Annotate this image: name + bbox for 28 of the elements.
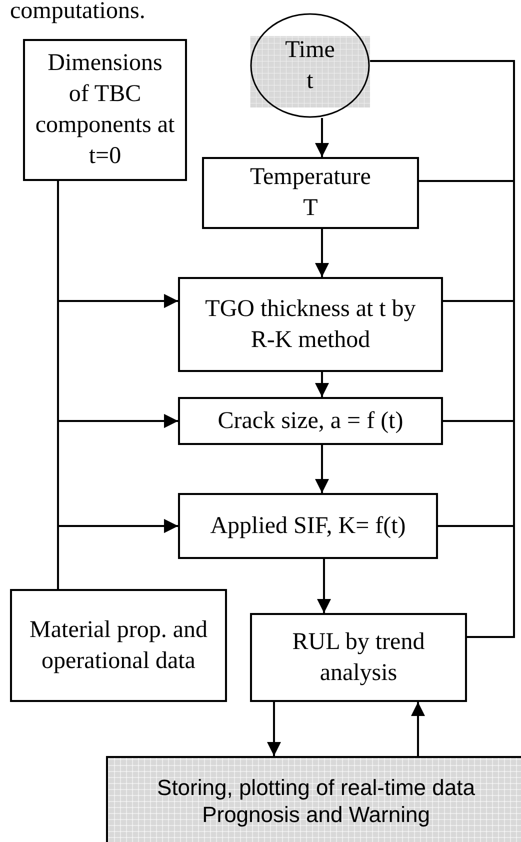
node-text: Material prop. and operational data — [28, 616, 208, 676]
arrow — [315, 372, 329, 397]
arrow — [317, 559, 331, 613]
arrow — [315, 229, 329, 277]
arrow — [57, 519, 178, 589]
node-text: Applied SIF, K= f(t) — [210, 512, 406, 540]
arrow — [411, 702, 425, 756]
node-text: TGO thickness at t by R-K method — [204, 294, 417, 354]
process-box — [178, 493, 438, 559]
node-text: Storing, plotting of real-time data Prognosis and Warning — [156, 774, 476, 828]
process-box — [202, 157, 419, 229]
text-fragment: computations. — [10, 0, 146, 24]
node-text: RUL by trend analysis — [291, 628, 426, 688]
process-box — [10, 589, 227, 702]
node-text: Time t — [284, 36, 336, 96]
process-box — [250, 613, 467, 702]
process-box — [23, 39, 187, 181]
output-box — [106, 756, 521, 842]
connector-line — [438, 525, 515, 638]
node-text: Temperature T — [249, 163, 372, 223]
process-box — [178, 277, 443, 372]
node-text: Crack size, a = f (t) — [218, 406, 404, 436]
arrow — [315, 445, 329, 493]
node-text: Dimensions of TBC components at t=0 — [35, 49, 175, 171]
arrow — [267, 702, 281, 756]
process-box — [178, 397, 443, 445]
start-circle — [250, 13, 370, 118]
arrow — [315, 118, 329, 157]
